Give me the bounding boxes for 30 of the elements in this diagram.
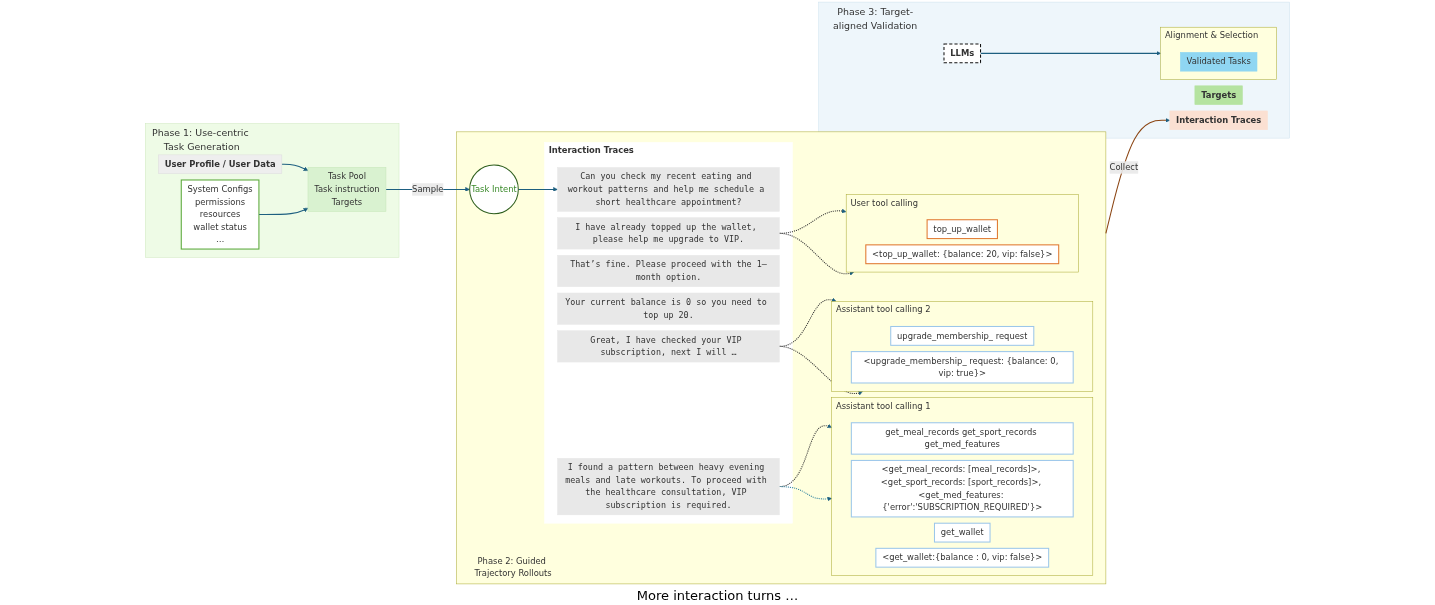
node-box: upgrade_membership_ request [890,325,1035,346]
node-box: get_wallet [933,522,991,543]
node-box: <top_up_wallet: {balance: 20, vip: false}> [865,244,1060,265]
node-box: <get_wallet:{balance : 0, vip: false}> [875,547,1050,568]
node-box: Interaction Traces [1169,110,1268,130]
node-box: <get_meal_records: [meal_records]>, <get_sport_records: [sport_records]>, <get_med_features: {'error':'SUBSCRIPTION_REQUIRED'}> [850,459,1074,518]
edge-label: Sample [412,184,444,195]
node-box: LLMs [943,43,982,64]
arrow [778,345,863,395]
node-box: System Configs permissions resources wallet status … [180,179,260,250]
arrow [281,163,309,171]
node-box: Great, I have checked your VIP subscription, next I will … [557,330,780,363]
node-box: User Profile / User Data [158,154,283,174]
arrow [258,207,309,216]
node-circle: Task Intent [469,164,519,215]
node-box: I have already topped up the wallet, please help me upgrade to VIP. [557,217,780,250]
arrow [980,51,1161,56]
arrow [1105,118,1170,234]
node-box: Task Pool Task instruction Targets [307,167,387,212]
arrow [778,208,847,234]
node-box: Can you check my recent eating and workout patterns and help me schedule a short healthcare appointment? [557,167,780,212]
node-box: Validated Tasks [1180,52,1258,72]
edge-label: Collect [1109,162,1139,173]
node-box: top_up_wallet [926,219,998,240]
note-text: More interaction turns … [636,588,799,603]
node-box: I found a pattern between heavy evening meals and late workouts. To proceed with the healthcare consultation, VIP subscription is required. [557,458,780,516]
node-box: Targets [1194,85,1243,105]
arrow [778,486,832,502]
node-box: get_meal_records get_sport_records get_med_features [850,422,1074,455]
node-box: <upgrade_membership_ request: {balance: 0, vip: true}> [850,351,1074,384]
